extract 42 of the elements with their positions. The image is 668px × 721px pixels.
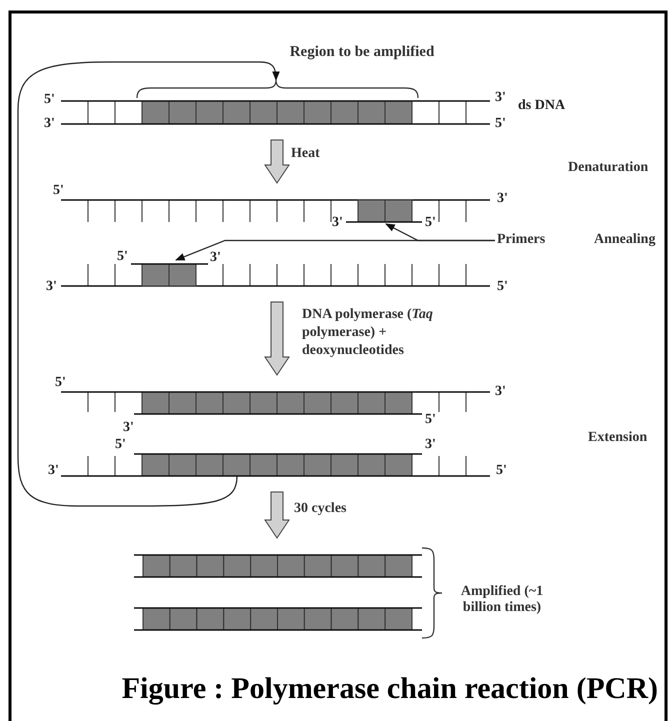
block-arrow — [264, 492, 290, 539]
strand-end-label: 5' — [44, 92, 55, 108]
primer-drawing — [346, 200, 422, 222]
step-label: Extension — [588, 430, 648, 446]
dna-duplex-drawing — [61, 392, 490, 414]
strand-end-label: 5' — [53, 183, 64, 200]
figure-caption: Figure : Polymerase chain reaction (PCR) — [122, 672, 658, 706]
strand-end-label: 3' — [425, 437, 436, 454]
strand-end-label: 3' — [46, 279, 57, 296]
strand-end-label: 3' — [210, 250, 221, 266]
strand-end-label: 3' — [44, 116, 55, 132]
curly-brace — [137, 80, 418, 98]
strand-end-label: 5' — [496, 463, 507, 480]
heading-label: Region to be amplified — [290, 44, 434, 62]
strand-end-label: 3' — [332, 215, 343, 232]
molecule-label: ds DNA — [518, 98, 566, 114]
strand-end-label: 5' — [55, 375, 66, 392]
strand-end-label: 3' — [123, 420, 134, 436]
leader-line — [175, 240, 495, 261]
strand-end-label: 5' — [497, 279, 508, 296]
primer-drawing — [131, 264, 208, 286]
strand-end-label: 5' — [115, 437, 126, 454]
dna-duplex-drawing — [61, 454, 490, 476]
dna-duplex-drawing — [134, 555, 422, 577]
strand-end-label: 3' — [48, 463, 59, 480]
strand-end-label: 5' — [425, 215, 436, 232]
dna-duplex-drawing — [134, 608, 422, 630]
callout-label: Primers — [497, 231, 546, 248]
single-strand-dna-drawing — [61, 264, 490, 286]
step-label: Annealing — [594, 232, 656, 248]
strand-end-label: 3' — [497, 191, 508, 208]
strand-end-label: 5' — [117, 249, 128, 266]
strand-end-label: 5' — [425, 412, 436, 428]
double-strand-dna-drawing — [61, 101, 490, 124]
strand-end-label: 5' — [495, 116, 506, 132]
cycle-arrow — [17, 61, 280, 507]
block-arrow — [264, 140, 290, 184]
block-arrow — [264, 302, 290, 376]
step-label: Denaturation — [568, 160, 648, 176]
strand-end-label: 3' — [495, 90, 506, 106]
result-label: Amplified (~1 billion times) — [460, 584, 544, 616]
strand-end-label: 3' — [495, 384, 506, 400]
